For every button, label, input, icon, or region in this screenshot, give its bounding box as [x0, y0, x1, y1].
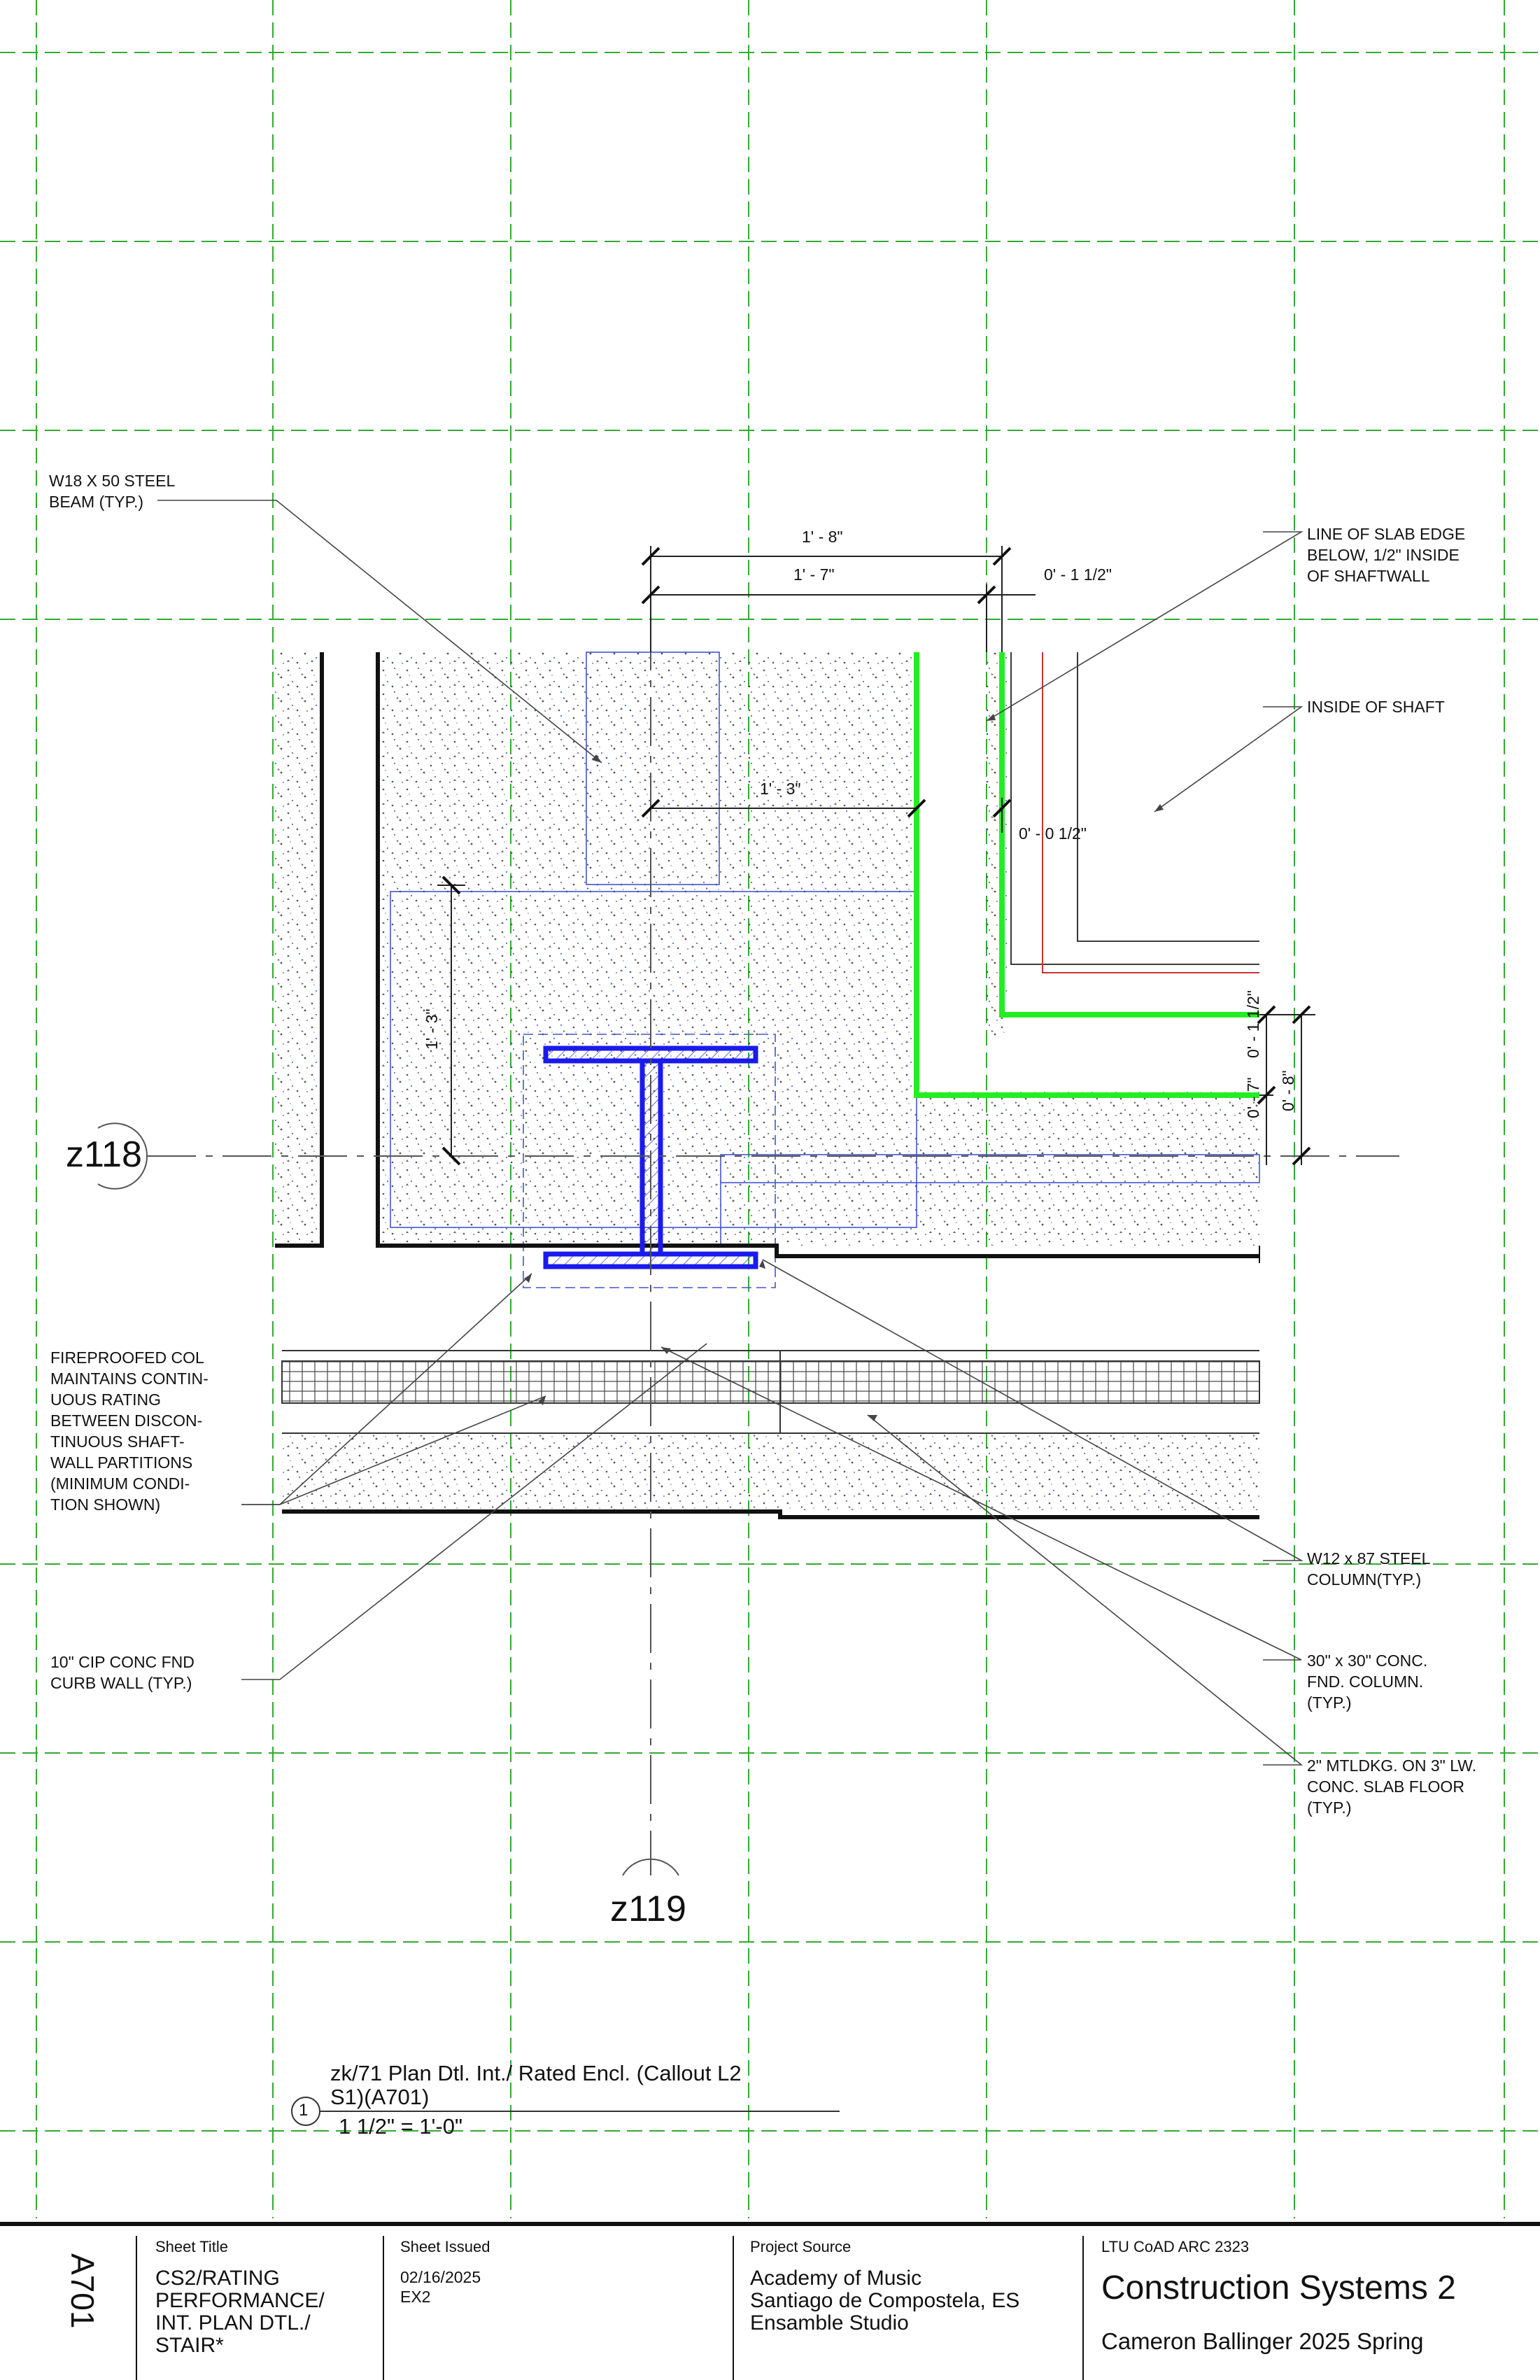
dim-8in: 0' - 8" — [1279, 1070, 1297, 1111]
author: Cameron Ballinger 2025 Spring — [1101, 2328, 1424, 2354]
view-scale: 1 1/2" = 1'-0" — [339, 2114, 463, 2139]
dimension-lines — [437, 546, 1315, 1165]
shaft-red-line — [1042, 652, 1259, 973]
grid-label-z119: z119 — [610, 1889, 686, 1929]
dim-1ft-3in-horizontal: 1' - 3" — [760, 780, 801, 798]
dim-1ft-3in-vertical: 1' - 3" — [423, 1008, 441, 1050]
note-slab-edge: LINE OF SLAB EDGE BELOW, 1/2" INSIDE OF … — [1307, 525, 1466, 585]
grid-lines — [147, 546, 1399, 1875]
project-source-label: Project Source — [750, 2238, 852, 2255]
leader-lines — [157, 500, 1304, 1766]
sheet-number: A701 — [64, 2253, 101, 2329]
grid-label-z118: z118 — [66, 1134, 142, 1175]
sheet-title: CS2/RATING PERFORMANCE/ INT. PLAN DTL./ … — [155, 2267, 325, 2357]
note-slab-floor: 2" MTLDKG. ON 3" LW. CONC. SLAB FLOOR (T… — [1307, 1756, 1477, 1817]
dim-1-2in: 0' - 0 1/2" — [1019, 824, 1087, 843]
course-label: LTU CoAD ARC 2323 — [1101, 2238, 1250, 2255]
note-fnd-column: 30" x 30" CONC. FND. COLUMN. (TYP.) — [1307, 1652, 1428, 1712]
sheet-issued: 02/16/2025 EX2 — [400, 2268, 481, 2306]
dim-7in: 0' - 7" — [1244, 1077, 1262, 1118]
metal-deck — [281, 1360, 1260, 1404]
note-fireproofed: FIREPROOFED COL MAINTAINS CONTIN- UOUS R… — [50, 1349, 209, 1514]
shaft-liner — [1010, 652, 1259, 965]
title-block-lines — [0, 2222, 1540, 2380]
shaft-wall-green — [914, 652, 1259, 1098]
concrete-fills — [275, 652, 1259, 1510]
note-inside-shaft: INSIDE OF SHAFT — [1307, 698, 1445, 716]
grid-bubble-z118 — [97, 1122, 148, 1190]
grid-bubble-z119 — [622, 1858, 679, 1876]
dim-1-1-2in-top: 0' - 1 1/2" — [1044, 565, 1112, 584]
note-curb-wall: 10" CIP CONC FND CURB WALL (TYP.) — [50, 1653, 195, 1692]
project-source: Academy of Music Santiago de Compostela,… — [750, 2267, 1020, 2335]
view-number: 1 — [299, 2101, 309, 2120]
dim-1ft-7in: 1' - 7" — [793, 565, 835, 584]
sheet-issued-label: Sheet Issued — [400, 2238, 490, 2255]
course-title: Construction Systems 2 — [1101, 2269, 1456, 2307]
note-column: W12 x 87 STEEL COLUMN(TYP.) — [1307, 1549, 1431, 1589]
sheet-title-label: Sheet Title — [155, 2238, 228, 2255]
dim-1-1-2in-right: 0' - 1 1/2" — [1244, 990, 1262, 1058]
view-title: zk/71 Plan Dtl. Int./ Rated Encl. (Callo… — [330, 2061, 742, 2109]
dimension-ticks — [441, 547, 1311, 1166]
dim-1ft-8in: 1' - 8" — [802, 528, 843, 546]
walls — [275, 652, 1259, 1519]
note-beam: W18 X 50 STEEL BEAM (TYP.) — [49, 472, 176, 511]
leader-arrows — [524, 714, 1164, 1421]
